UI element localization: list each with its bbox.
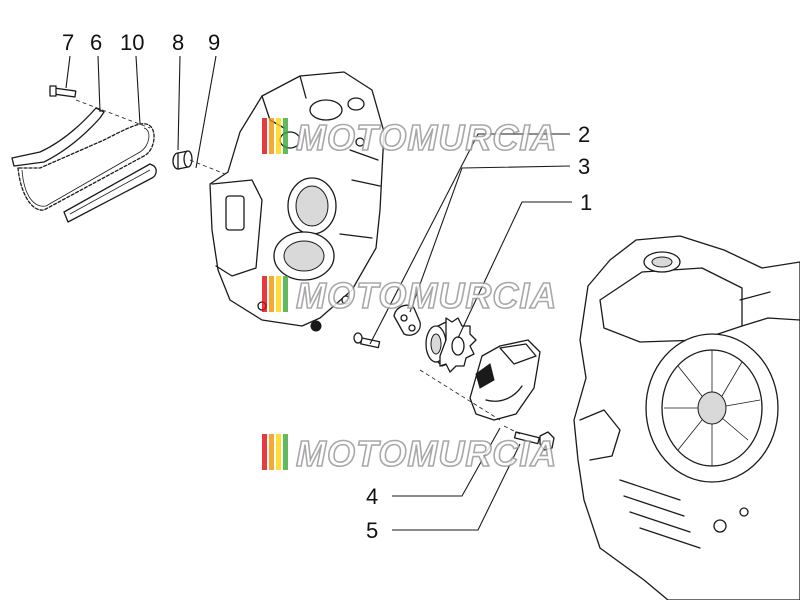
watermark-stripe bbox=[276, 276, 281, 312]
cover-screw bbox=[513, 431, 555, 451]
leader-lines bbox=[65, 55, 572, 531]
pivot-bolt bbox=[49, 85, 77, 98]
watermark-stripes bbox=[262, 276, 288, 312]
pump-cover bbox=[469, 339, 541, 421]
oil-pump-assembly bbox=[353, 304, 555, 451]
callout-3: 3 bbox=[578, 154, 590, 179]
watermark-stripe bbox=[269, 276, 274, 312]
watermark-stripe bbox=[276, 434, 281, 470]
watermark-stripe bbox=[269, 118, 274, 154]
watermark-stripes bbox=[262, 434, 288, 470]
watermark-stripe bbox=[276, 118, 281, 154]
chain-tensioner-shoe bbox=[11, 107, 105, 167]
watermark-stripe bbox=[269, 434, 274, 470]
timing-chain bbox=[17, 123, 155, 211]
watermark-stripe bbox=[262, 276, 267, 312]
watermark-text: MOTOMURCIA bbox=[296, 275, 557, 316]
crankcase-half bbox=[209, 71, 385, 332]
gasket-bolt bbox=[353, 332, 381, 349]
watermark-bottom: MOTOMURCIA bbox=[262, 432, 557, 475]
watermark-stripe bbox=[262, 434, 267, 470]
callout-6: 6 bbox=[90, 30, 102, 55]
callout-7: 7 bbox=[62, 30, 74, 55]
callout-4: 4 bbox=[366, 484, 378, 509]
callout-5: 5 bbox=[366, 518, 378, 543]
callout-1: 1 bbox=[580, 190, 592, 215]
callout-labels: 7 6 10 8 9 2 3 1 4 5 bbox=[62, 30, 592, 543]
watermark-text: MOTOMURCIA bbox=[296, 117, 557, 158]
bushing bbox=[172, 150, 193, 170]
watermark-middle: MOTOMURCIA bbox=[262, 274, 557, 317]
callout-10: 10 bbox=[120, 30, 144, 55]
watermark-text: MOTOMURCIA bbox=[296, 433, 557, 474]
chain-guide bbox=[63, 163, 157, 223]
callout-8: 8 bbox=[172, 30, 184, 55]
watermark-stripes bbox=[262, 118, 288, 154]
callout-2: 2 bbox=[578, 122, 590, 147]
callout-9: 9 bbox=[208, 30, 220, 55]
watermark-stripe bbox=[283, 276, 288, 312]
engine-block bbox=[573, 235, 800, 600]
watermark-top: MOTOMURCIA bbox=[262, 116, 557, 159]
watermark-stripe bbox=[283, 434, 288, 470]
watermark-stripe bbox=[283, 118, 288, 154]
timing-chain-assembly bbox=[11, 85, 241, 223]
watermark-stripe bbox=[262, 118, 267, 154]
pump-sprocket bbox=[425, 317, 477, 373]
